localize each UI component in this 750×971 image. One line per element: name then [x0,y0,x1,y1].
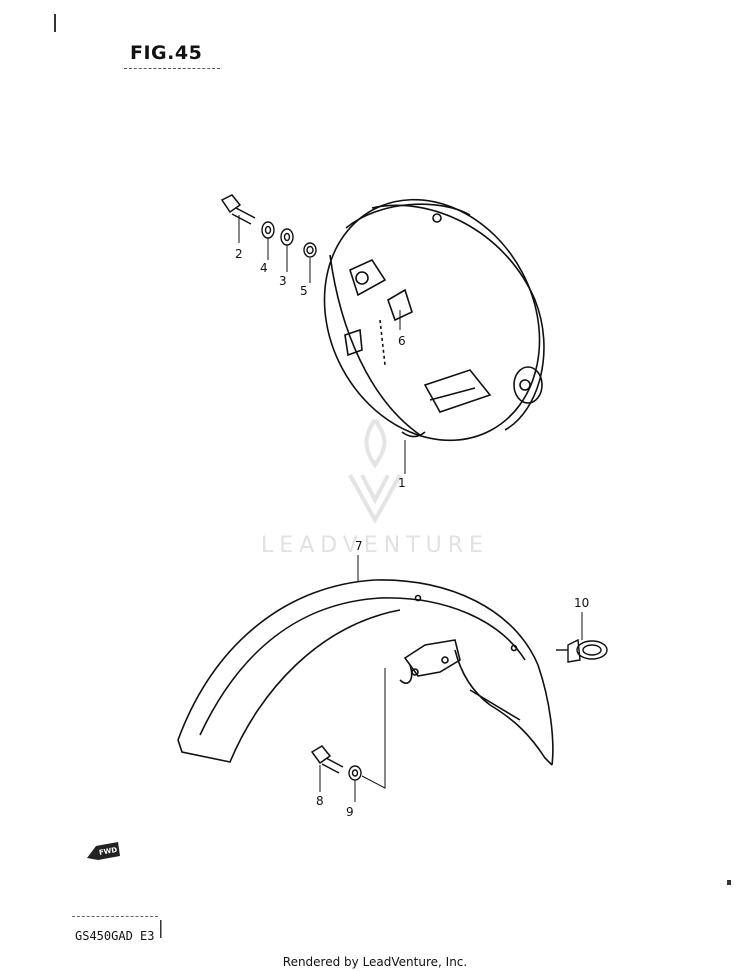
headlight-housing [323,198,545,442]
figure-title: FIG.45 [130,42,203,64]
model-code-rule [72,916,158,917]
reflector-10 [556,638,608,663]
callout-8: 8 [316,794,324,808]
callout-9: 9 [346,805,354,819]
bolt-8 [310,745,344,774]
fwd-arrow-icon: FWD [87,842,120,860]
callout-1: 1 [398,476,406,490]
front-fender [177,579,554,766]
washer-4 [261,221,275,239]
callout-10: 10 [574,596,589,610]
spacer-5 [303,242,317,258]
watermark-logo [348,418,402,525]
callout-7: 7 [355,539,363,553]
leader-lines [238,215,583,802]
callout-3: 3 [279,274,287,288]
callout-2: 2 [235,247,243,261]
callout-labels: 1 2 3 4 5 6 7 8 9 10 [235,247,589,819]
washer-3 [280,228,294,246]
figure-title-underline [124,68,220,69]
footer-credit: Rendered by LeadVenture, Inc. [282,955,468,969]
callout-5: 5 [300,284,308,298]
bolt-2 [220,194,256,225]
callout-4: 4 [260,261,268,275]
watermark-text: LEADVENTURE [261,533,489,558]
fwd-label: FWD [98,846,118,857]
scan-marks [54,14,731,938]
washer-9 [348,765,362,781]
callout-6: 6 [398,334,406,348]
model-code: GS450GAD E3 [75,929,155,943]
